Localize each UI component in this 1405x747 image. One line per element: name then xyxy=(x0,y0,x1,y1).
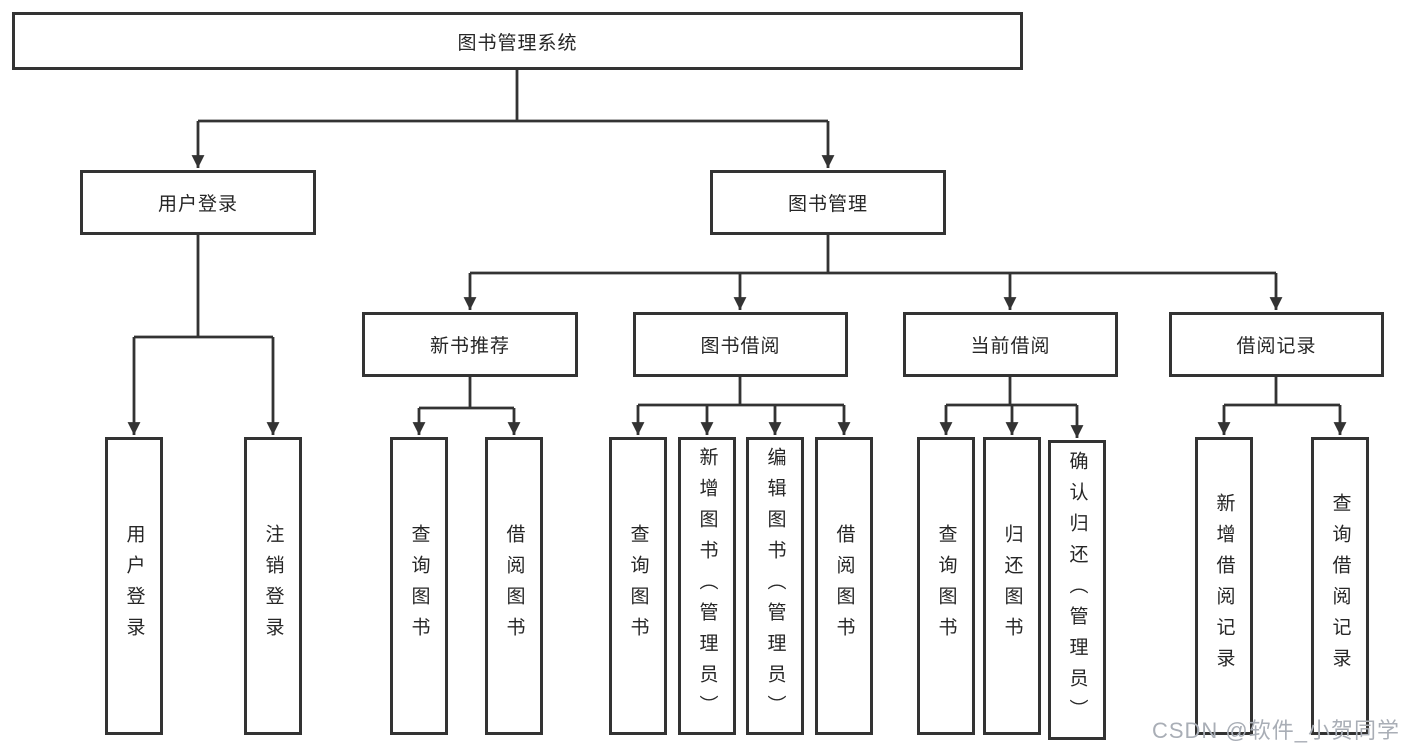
leaf-logout: 注销登录 xyxy=(244,437,302,735)
leaf-user-login: 用户登录 xyxy=(105,437,163,735)
node-current-borrow: 当前借阅 xyxy=(903,312,1118,377)
leaf-confirm-return-admin: 确认归还（管理员） xyxy=(1048,440,1106,740)
node-borrow-records: 借阅记录 xyxy=(1169,312,1384,377)
leaf-return-book: 归还图书 xyxy=(983,437,1041,735)
leaf-query-book-recommend: 查询图书 xyxy=(390,437,448,735)
leaf-borrow-book-recommend: 借阅图书 xyxy=(485,437,543,735)
leaf-query-book-borrow: 查询图书 xyxy=(609,437,667,735)
leaf-add-borrow-record: 新增借阅记录 xyxy=(1195,437,1253,735)
csdn-watermark: CSDN @软件_小贺同学 xyxy=(1151,718,1400,743)
node-book-management: 图书管理 xyxy=(710,170,946,235)
node-new-book-recommend: 新书推荐 xyxy=(362,312,578,377)
leaf-edit-book-admin: 编辑图书（管理员） xyxy=(746,437,804,735)
leaf-add-book-admin: 新增图书（管理员） xyxy=(678,437,736,735)
node-user-login: 用户登录 xyxy=(80,170,316,235)
node-book-borrow: 图书借阅 xyxy=(633,312,848,377)
leaf-borrow-book: 借阅图书 xyxy=(815,437,873,735)
leaf-query-borrow-record: 查询借阅记录 xyxy=(1311,437,1369,735)
node-root-system: 图书管理系统 xyxy=(12,12,1023,70)
leaf-query-book-current: 查询图书 xyxy=(917,437,975,735)
